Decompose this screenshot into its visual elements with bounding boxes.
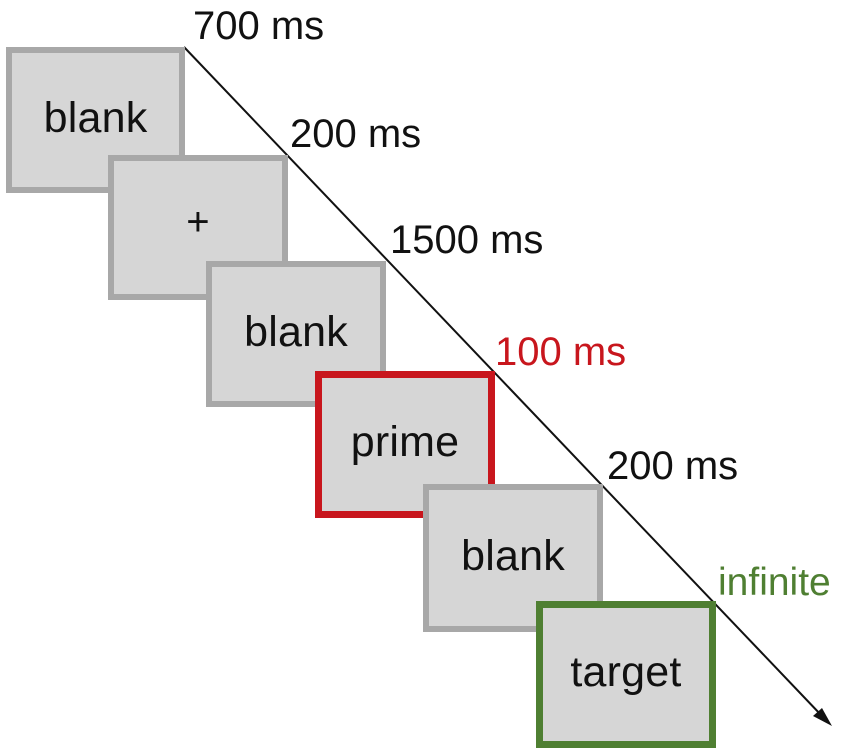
duration-label-prime: 100 ms: [495, 330, 627, 374]
frame-label: blank: [43, 93, 148, 142]
frame-label: blank: [461, 531, 565, 580]
frame-label: +: [186, 200, 210, 244]
frame-label: target: [570, 648, 682, 696]
duration-label: 200 ms: [290, 112, 422, 156]
duration-label-target: infinite: [718, 561, 831, 604]
frame-target: target: [536, 601, 716, 748]
frame-label: blank: [244, 307, 348, 356]
duration-label: 1500 ms: [390, 218, 544, 262]
duration-label: 700 ms: [193, 4, 325, 48]
frame-prime: prime: [315, 371, 495, 518]
frame-blank-1: blank: [6, 47, 185, 193]
arrowhead-icon: [813, 708, 832, 726]
frame-label: prime: [350, 418, 460, 466]
duration-label: 200 ms: [607, 444, 739, 488]
